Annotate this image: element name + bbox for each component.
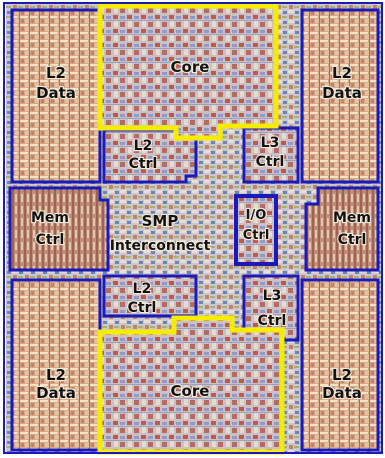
l2-data-top-left-block: L2 Data	[10, 8, 102, 184]
smp-interconnect-line1: SMP	[142, 212, 179, 230]
l2-ctrl-top-line2: Ctrl	[129, 156, 158, 172]
smp-interconnect-line2: Interconnect	[110, 238, 211, 254]
l2-ctrl-bottom-line1: L2	[133, 281, 152, 297]
l2-data-top-right-line1: L2	[332, 64, 352, 82]
mem-ctrl-left-line1: Mem	[31, 210, 69, 226]
core-bottom-label: Core	[171, 382, 210, 400]
l3-ctrl-top-line2: Ctrl	[256, 154, 285, 170]
l2-data-bottom-right-block: L2 Data	[300, 278, 380, 452]
l2-ctrl-top-line1: L2	[134, 138, 153, 154]
l2-data-top-right-line2: Data	[322, 84, 362, 102]
mem-ctrl-left-line2: Ctrl	[36, 232, 65, 248]
l2-data-bottom-right-line2: Data	[322, 384, 362, 402]
l3-ctrl-bottom-block: L3 Ctrl	[242, 274, 300, 342]
mem-ctrl-right-block: Mem Ctrl	[304, 186, 380, 272]
die-outline	[3, 2, 383, 454]
l2-data-bottom-left-line1: L2	[46, 366, 66, 384]
core-top-label: Core	[171, 58, 210, 76]
l3-ctrl-top-line1: L3	[261, 135, 280, 151]
l2-ctrl-bottom-line2: Ctrl	[128, 300, 157, 316]
l2-data-top-left-line1: L2	[46, 64, 66, 82]
mem-ctrl-right-line2: Ctrl	[338, 232, 367, 248]
l2-data-bottom-left-block: L2 Data	[10, 278, 102, 452]
io-ctrl-line1: I/O	[246, 208, 267, 223]
l3-ctrl-top-block: L3 Ctrl	[242, 126, 300, 184]
l2-ctrl-bottom-block: L2 Ctrl	[102, 274, 198, 318]
core-top-block: Core	[97, 3, 279, 141]
l3-ctrl-bottom-line2: Ctrl	[258, 313, 287, 329]
io-ctrl-block: I/O Ctrl	[234, 194, 278, 266]
io-ctrl-line2: Ctrl	[243, 228, 270, 243]
core-top-highlight-outline	[97, 3, 279, 141]
core-bottom-block: Core	[97, 315, 285, 455]
l2-data-bottom-left-line2: Data	[36, 384, 76, 402]
l2-data-top-left-line2: Data	[36, 84, 76, 102]
smp-interconnect-region: SMP Interconnect	[109, 188, 230, 272]
l2-ctrl-top-block: L2 Ctrl	[102, 128, 198, 184]
l2-data-bottom-right-line1: L2	[332, 366, 352, 384]
l2-data-top-right-block: L2 Data	[300, 8, 380, 184]
mem-ctrl-left-block: Mem Ctrl	[8, 186, 110, 272]
l3-ctrl-bottom-line1: L3	[263, 288, 282, 304]
mem-ctrl-right-line1: Mem	[333, 210, 371, 226]
